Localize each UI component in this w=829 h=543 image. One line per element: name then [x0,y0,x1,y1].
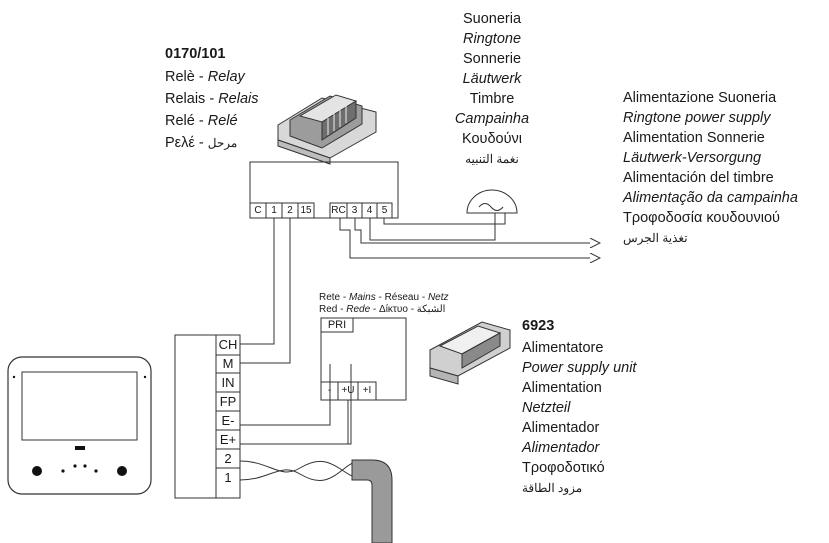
terminal-RC: RC [331,205,346,216]
relay-label-it: Relè - Relay [165,69,245,85]
ringtone-ar: نغمة التنبيه [465,152,519,166]
relay-module-image [277,94,377,165]
relay-label-el-ar: Ρελέ - مرحل [165,135,238,151]
psu-fr: Alimentation [522,380,602,396]
psu-pt: Alimentador [522,440,600,456]
relay-box [249,161,399,219]
wires [240,213,600,445]
ring-supply-es: Alimentación del timbre [623,170,774,186]
psu-wires [240,400,349,445]
mon-terminal-M: M [222,356,234,371]
psu-terminal-plus-u: +U [341,385,355,396]
psu-terminal-minus: - [327,385,332,396]
ring-supply-en: Ringtone power supply [623,110,771,126]
ringtone-es: Timbre [469,91,515,107]
terminal-5: 5 [381,205,388,216]
relay-label-fr: Relais - Relais [165,91,259,107]
relay-code: 0170/101 [165,46,226,62]
psu-terminal-plus-i: +I [362,385,372,396]
mon-terminal-IN: IN [221,375,235,390]
video-monitor-image [7,356,152,495]
mon-terminal-FP: FP [219,394,237,409]
ringtone-en: Ringtone [462,31,522,47]
ring-supply-fr: Alimentation Sonnerie [623,130,765,146]
ring-supply-labels: Alimentazione Suoneria Ringtone power su… [623,88,798,248]
psu-pri-label: PRI [327,319,347,331]
mon-terminal-2: 2 [224,451,232,466]
psu-module-image [429,321,511,385]
terminal-4: 4 [366,205,373,216]
ringtone-labels: Suoneria Ringtone Sonnerie Läutwerk Timb… [442,9,542,169]
psu-it: Alimentatore [522,340,604,356]
ring-supply-pt: Alimentação da campainha [623,190,798,206]
psu-el: Τροφοδοτικό [522,460,605,476]
relay-label-es: Relé - Relé [165,113,238,129]
terminal-3: 3 [351,205,358,216]
mains-label-2: Red - Rede - Δίκτυο - الشبكة [319,304,446,315]
psu-code: 6923 [522,318,555,334]
mon-terminal-CH: CH [218,337,238,352]
ring-supply-de: Läutwerk-Versorgung [623,150,762,166]
terminal-15: 15 [300,205,312,216]
psu-ar: مزود الطاقة [522,481,583,495]
terminal-C: C [254,205,262,216]
cable-sheath [351,459,393,543]
psu-de: Netzteil [522,400,571,416]
ringtone-pt: Campainha [454,111,530,127]
psu-en: Power supply unit [522,360,637,376]
bell-icon [466,189,518,214]
ringtone-el: Κουδούνι [461,131,523,147]
ring-supply-ar: تغذية الجرس [623,231,688,245]
psu-es: Alimentador [522,420,600,436]
mon-terminal-1: 1 [224,470,232,485]
ring-supply-it: Alimentazione Suoneria [623,90,777,106]
ringtone-fr: Sonnerie [462,51,522,67]
psu-labels: Alimentatore Power supply unit Alimentat… [522,338,636,498]
terminal-1: 1 [271,205,277,216]
mon-terminal-E-minus: E- [221,413,235,428]
ringtone-de: Läutwerk [462,71,522,87]
monitor-terminal-strip [174,334,241,499]
ringtone-it: Suoneria [462,11,522,27]
mon-terminal-E-plus: E+ [219,432,237,447]
terminal-2: 2 [287,205,293,216]
ring-supply-el: Τροφοδοσία κουδουνιού [623,210,780,226]
mains-label-1: Rete - Mains - Réseau - Netz [319,292,449,303]
